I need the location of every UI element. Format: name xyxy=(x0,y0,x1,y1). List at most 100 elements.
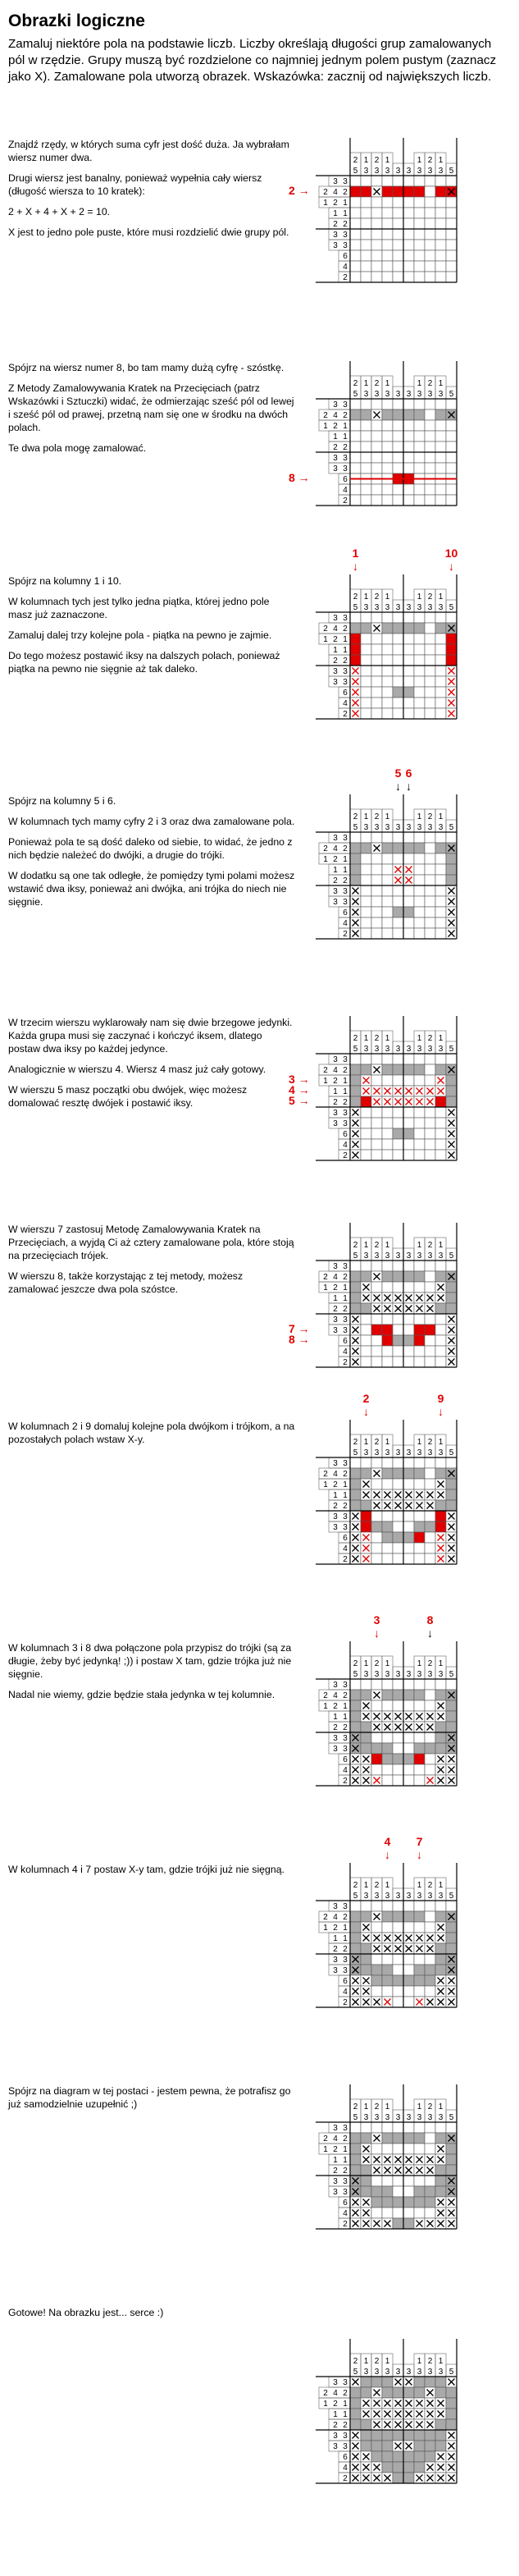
grid-cell[interactable] xyxy=(424,239,436,251)
grid-cell[interactable] xyxy=(392,2132,404,2144)
grid-cell[interactable] xyxy=(371,217,383,230)
grid-cell[interactable] xyxy=(403,1281,415,1293)
grid-cell[interactable] xyxy=(371,1921,383,1933)
grid-cell[interactable] xyxy=(349,494,362,506)
grid-cell[interactable] xyxy=(445,2164,458,2176)
grid-cell[interactable] xyxy=(392,1149,404,1161)
grid-cell[interactable] xyxy=(424,643,436,656)
grid-cell[interactable] xyxy=(424,260,436,272)
grid-cell[interactable] xyxy=(381,217,394,230)
grid-cell[interactable] xyxy=(381,271,394,283)
grid-cell[interactable] xyxy=(360,2386,372,2399)
grid-cell[interactable] xyxy=(403,675,415,688)
grid-cell[interactable] xyxy=(371,1964,383,1976)
grid-cell[interactable] xyxy=(413,207,426,219)
grid-cell[interactable] xyxy=(392,622,404,634)
grid-cell[interactable] xyxy=(435,1313,447,1325)
grid-cell[interactable] xyxy=(392,1678,404,1691)
grid-cell[interactable] xyxy=(360,1313,372,1325)
grid-cell[interactable] xyxy=(403,2461,415,2473)
grid-cell[interactable] xyxy=(424,611,436,624)
grid-cell[interactable] xyxy=(371,853,383,865)
grid-cell[interactable] xyxy=(349,207,362,219)
grid-cell[interactable] xyxy=(381,483,394,496)
grid-cell[interactable] xyxy=(424,1467,436,1480)
grid-cell[interactable] xyxy=(403,1138,415,1151)
grid-cell[interactable] xyxy=(360,1964,372,1976)
grid-cell[interactable] xyxy=(445,1085,458,1097)
grid-cell[interactable] xyxy=(424,494,436,506)
grid-cell[interactable] xyxy=(435,874,447,886)
grid-cell[interactable] xyxy=(360,207,372,219)
grid-cell[interactable] xyxy=(371,483,383,496)
grid-cell[interactable] xyxy=(435,654,447,666)
grid-cell[interactable] xyxy=(392,271,404,283)
grid-cell[interactable] xyxy=(371,1953,383,1965)
grid-cell[interactable] xyxy=(381,675,394,688)
grid-cell[interactable] xyxy=(435,451,447,464)
grid-cell[interactable] xyxy=(445,1457,458,1469)
grid-cell[interactable] xyxy=(413,2450,426,2463)
grid-cell[interactable] xyxy=(403,906,415,918)
grid-cell[interactable] xyxy=(371,228,383,240)
grid-cell[interactable] xyxy=(381,1281,394,1293)
grid-cell[interactable] xyxy=(413,1742,426,1755)
grid-cell[interactable] xyxy=(413,1478,426,1490)
grid-cell[interactable] xyxy=(381,1457,394,1469)
grid-cell[interactable] xyxy=(371,831,383,844)
grid-cell[interactable] xyxy=(371,1128,383,1140)
grid-cell[interactable] xyxy=(424,1521,436,1533)
grid-cell[interactable] xyxy=(424,686,436,698)
grid-cell[interactable] xyxy=(349,419,362,432)
grid-cell[interactable] xyxy=(360,885,372,897)
grid-cell[interactable] xyxy=(403,622,415,634)
grid-cell[interactable] xyxy=(413,1128,426,1140)
grid-cell[interactable] xyxy=(371,885,383,897)
grid-cell[interactable] xyxy=(392,2175,404,2187)
grid-cell[interactable] xyxy=(371,1742,383,1755)
grid-cell[interactable] xyxy=(371,2376,383,2388)
grid-cell[interactable] xyxy=(435,831,447,844)
grid-cell[interactable] xyxy=(360,2185,372,2198)
grid-cell[interactable] xyxy=(371,686,383,698)
grid-cell[interactable] xyxy=(392,196,404,208)
grid-cell[interactable] xyxy=(360,441,372,453)
grid-cell[interactable] xyxy=(349,239,362,251)
grid-cell[interactable] xyxy=(413,1149,426,1161)
grid-cell[interactable] xyxy=(435,686,447,698)
grid-cell[interactable] xyxy=(381,2175,394,2187)
grid-cell[interactable] xyxy=(392,409,404,421)
grid-cell[interactable] xyxy=(413,1921,426,1933)
grid-cell[interactable] xyxy=(403,1149,415,1161)
grid-cell[interactable] xyxy=(360,1053,372,1065)
grid-cell[interactable] xyxy=(413,239,426,251)
grid-cell[interactable] xyxy=(424,2185,436,2198)
grid-cell[interactable] xyxy=(435,2386,447,2399)
grid-cell[interactable] xyxy=(349,228,362,240)
grid-cell[interactable] xyxy=(435,1324,447,1336)
grid-cell[interactable] xyxy=(403,1478,415,1490)
grid-cell[interactable] xyxy=(371,2175,383,2187)
grid-cell[interactable] xyxy=(392,1996,404,2008)
grid-cell[interactable] xyxy=(424,228,436,240)
grid-cell[interactable] xyxy=(424,654,436,666)
grid-cell[interactable] xyxy=(381,2376,394,2388)
grid-cell[interactable] xyxy=(392,2461,404,2473)
grid-cell[interactable] xyxy=(435,1356,447,1368)
grid-cell[interactable] xyxy=(413,249,426,262)
grid-cell[interactable] xyxy=(435,483,447,496)
grid-cell[interactable] xyxy=(445,853,458,865)
grid-cell[interactable] xyxy=(392,1478,404,1490)
grid-cell[interactable] xyxy=(381,196,394,208)
grid-cell[interactable] xyxy=(381,2132,394,2144)
grid-cell[interactable] xyxy=(360,1732,372,1744)
grid-cell[interactable] xyxy=(413,927,426,940)
grid-cell[interactable] xyxy=(392,1064,404,1076)
grid-cell[interactable] xyxy=(392,1953,404,1965)
grid-cell[interactable] xyxy=(413,1356,426,1368)
grid-cell[interactable] xyxy=(413,1700,426,1712)
grid-cell[interactable] xyxy=(371,1324,383,1336)
grid-cell[interactable] xyxy=(435,239,447,251)
grid-cell[interactable] xyxy=(381,1149,394,1161)
grid-cell[interactable] xyxy=(413,675,426,688)
